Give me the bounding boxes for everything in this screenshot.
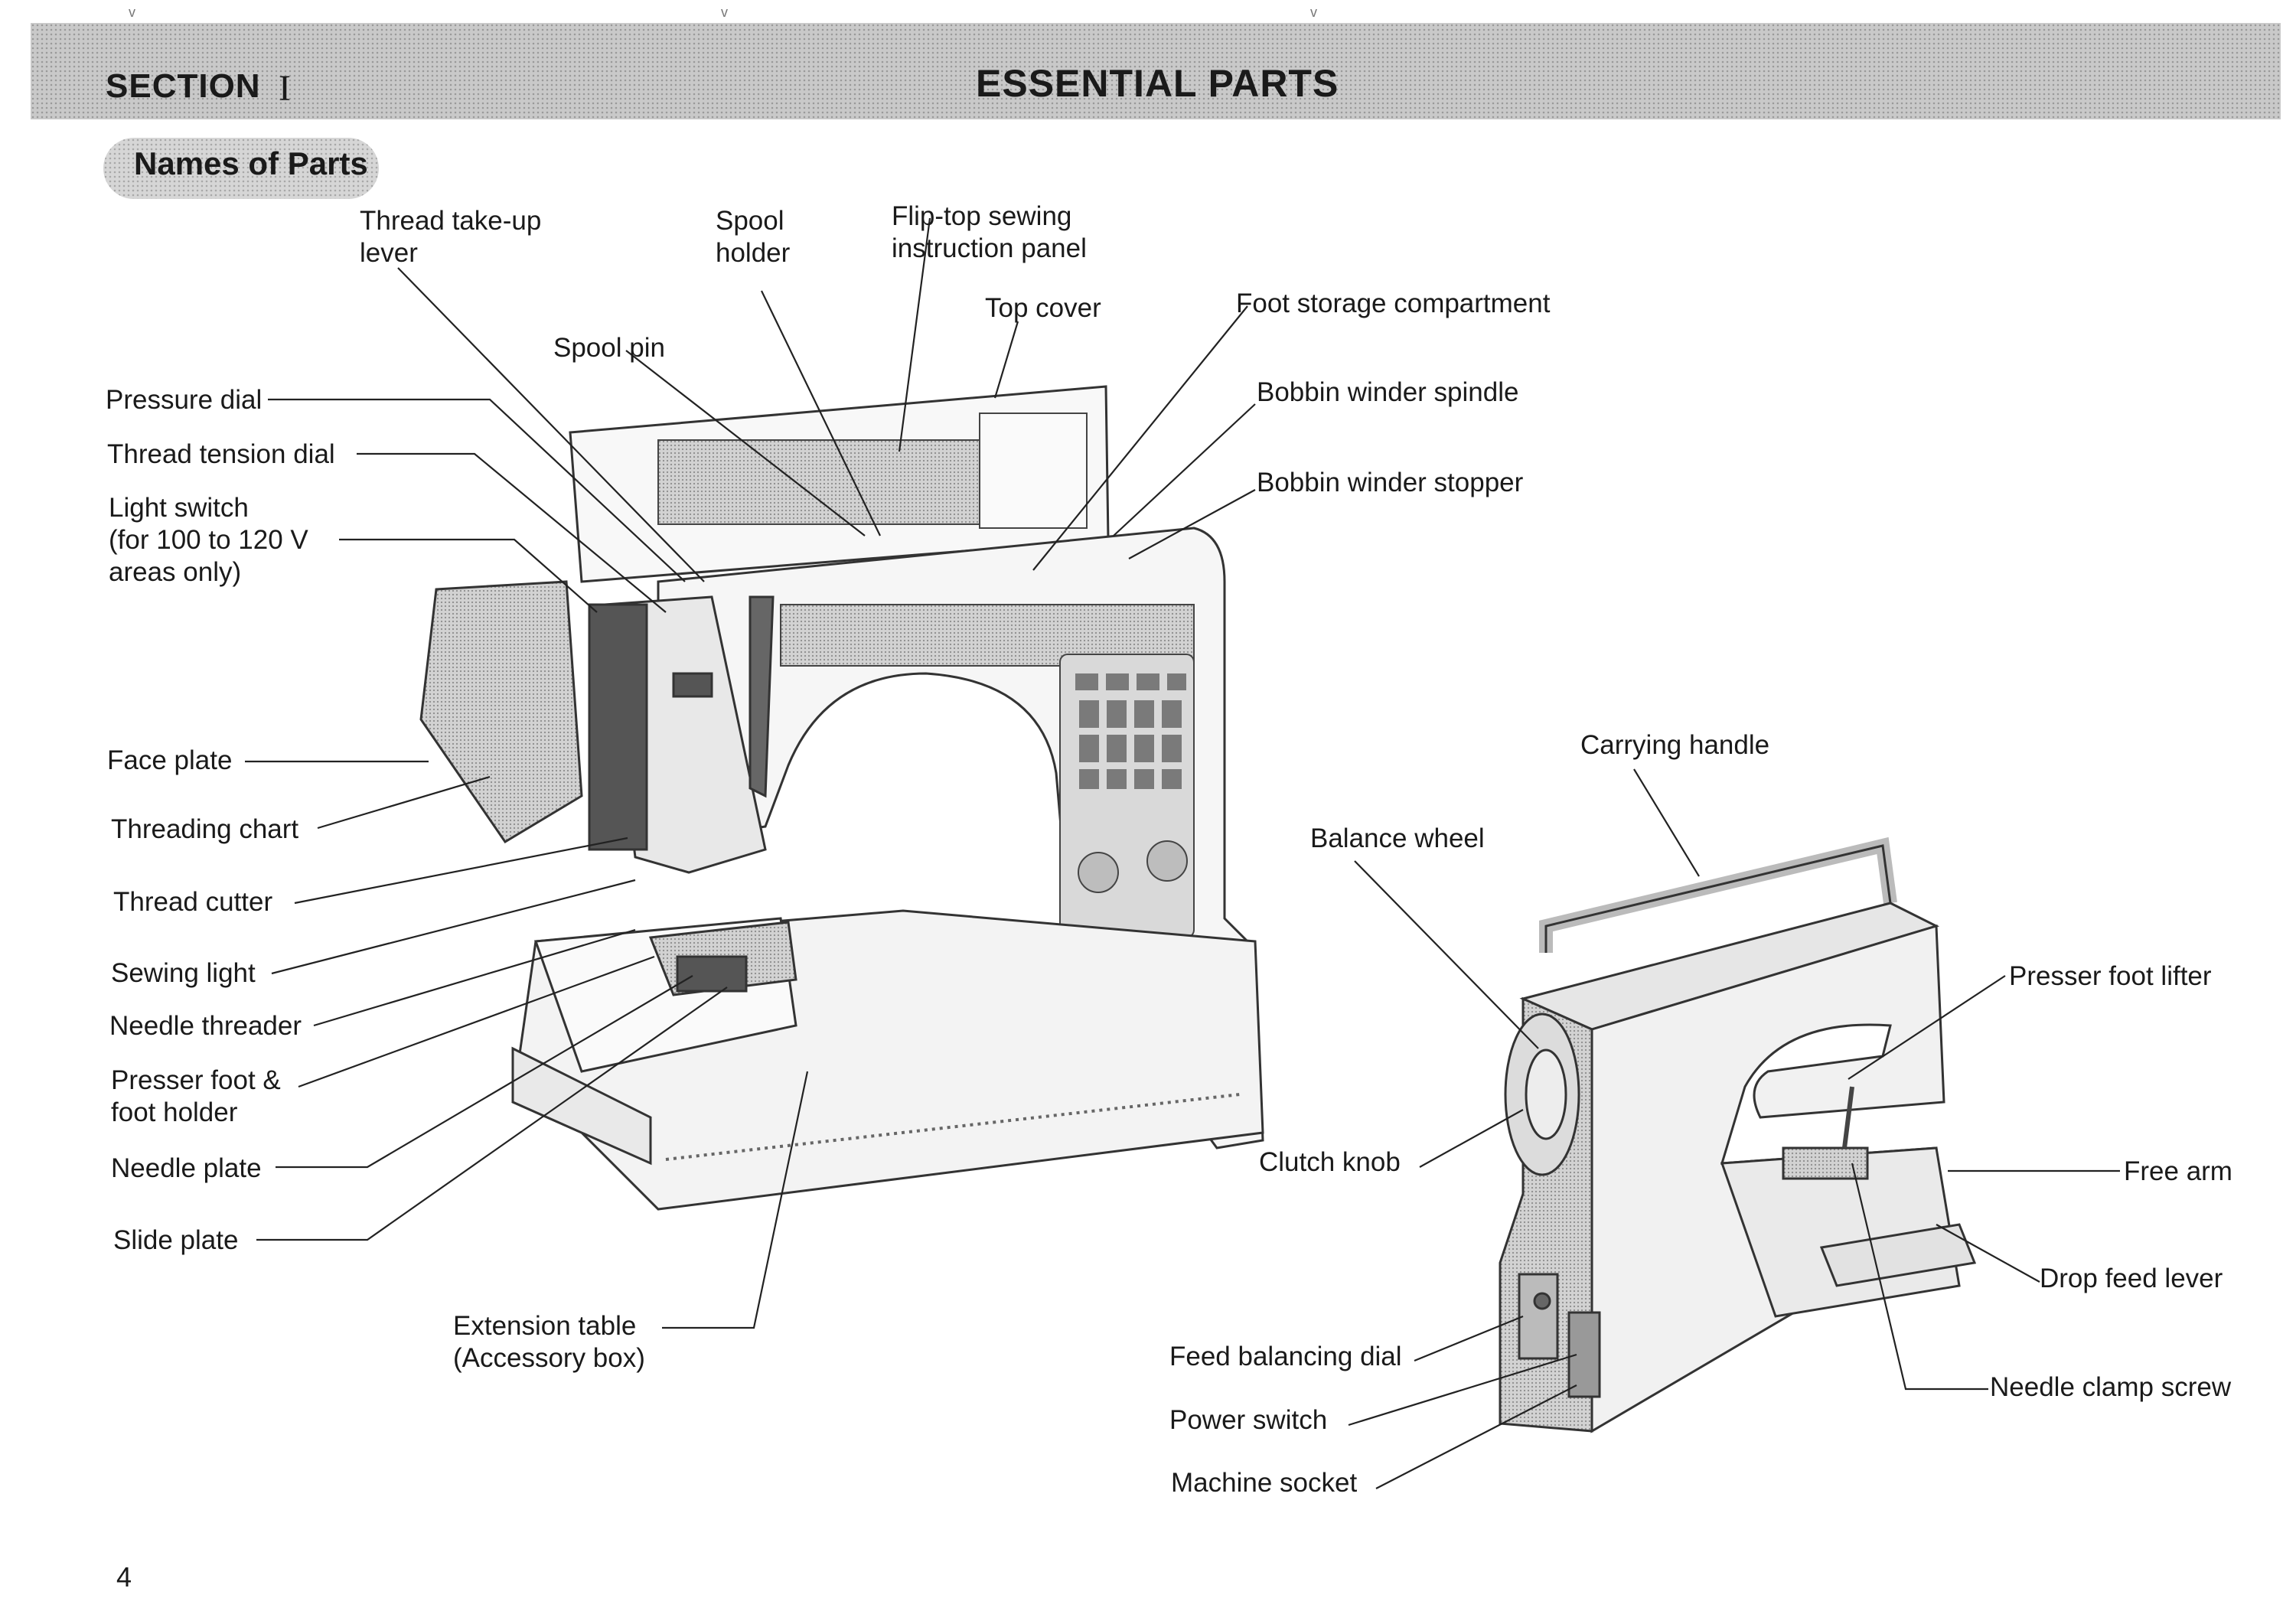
label-power-switch: Power switch <box>1169 1405 1328 1435</box>
label-needle-plate: Needle plate <box>111 1153 262 1183</box>
label-presser-foot-lifter: Presser foot lifter <box>2009 961 2212 991</box>
section-number: I <box>279 68 291 109</box>
section-header-bar <box>31 23 2281 119</box>
label-foot-storage-compartment: Foot storage compartment <box>1236 289 1551 318</box>
label-needle-clamp-screw: Needle clamp screw <box>1990 1372 2232 1402</box>
subheading: Names of Parts <box>134 145 368 181</box>
label-extension-table: Extension table(Accessory box) <box>453 1311 645 1373</box>
label-needle-threader: Needle threader <box>109 1011 302 1041</box>
label-balance-wheel: Balance wheel <box>1310 823 1485 853</box>
label-top-cover: Top cover <box>985 293 1101 323</box>
label-bobbin-winder-spindle: Bobbin winder spindle <box>1257 377 1519 407</box>
leader-lines <box>245 217 2120 1489</box>
label-machine-socket: Machine socket <box>1171 1468 1358 1498</box>
label-pressure-dial: Pressure dial <box>106 385 263 415</box>
label-sewing-light: Sewing light <box>111 958 256 988</box>
label-thread-tension-dial: Thread tension dial <box>107 439 335 469</box>
label-clutch-knob: Clutch knob <box>1259 1147 1401 1177</box>
label-face-plate: Face plate <box>107 745 233 775</box>
label-presser-foot: Presser foot &foot holder <box>111 1065 281 1127</box>
label-bobbin-winder-stopper: Bobbin winder stopper <box>1257 468 1524 497</box>
side-view-machine <box>1499 836 1977 1433</box>
page-number: 4 <box>116 1561 132 1593</box>
label-spool-pin: Spool pin <box>553 333 665 363</box>
label-free-arm: Free arm <box>2124 1156 2232 1186</box>
label-thread-cutter: Thread cutter <box>113 887 273 917</box>
label-carrying-handle: Carrying handle <box>1580 730 1770 760</box>
registration-mark: v <box>129 5 135 20</box>
label-slide-plate: Slide plate <box>113 1225 239 1255</box>
registration-mark: v <box>1310 5 1317 20</box>
registration-mark: v <box>721 5 728 20</box>
page-title: ESSENTIAL PARTS <box>976 62 1339 105</box>
section-label: SECTION <box>106 67 261 105</box>
subheading-pill <box>103 138 379 199</box>
label-drop-feed-lever: Drop feed lever <box>2040 1264 2223 1293</box>
front-view-machine <box>419 385 1264 1211</box>
label-feed-balancing-dial: Feed balancing dial <box>1169 1342 1402 1371</box>
label-threading-chart: Threading chart <box>111 814 299 844</box>
